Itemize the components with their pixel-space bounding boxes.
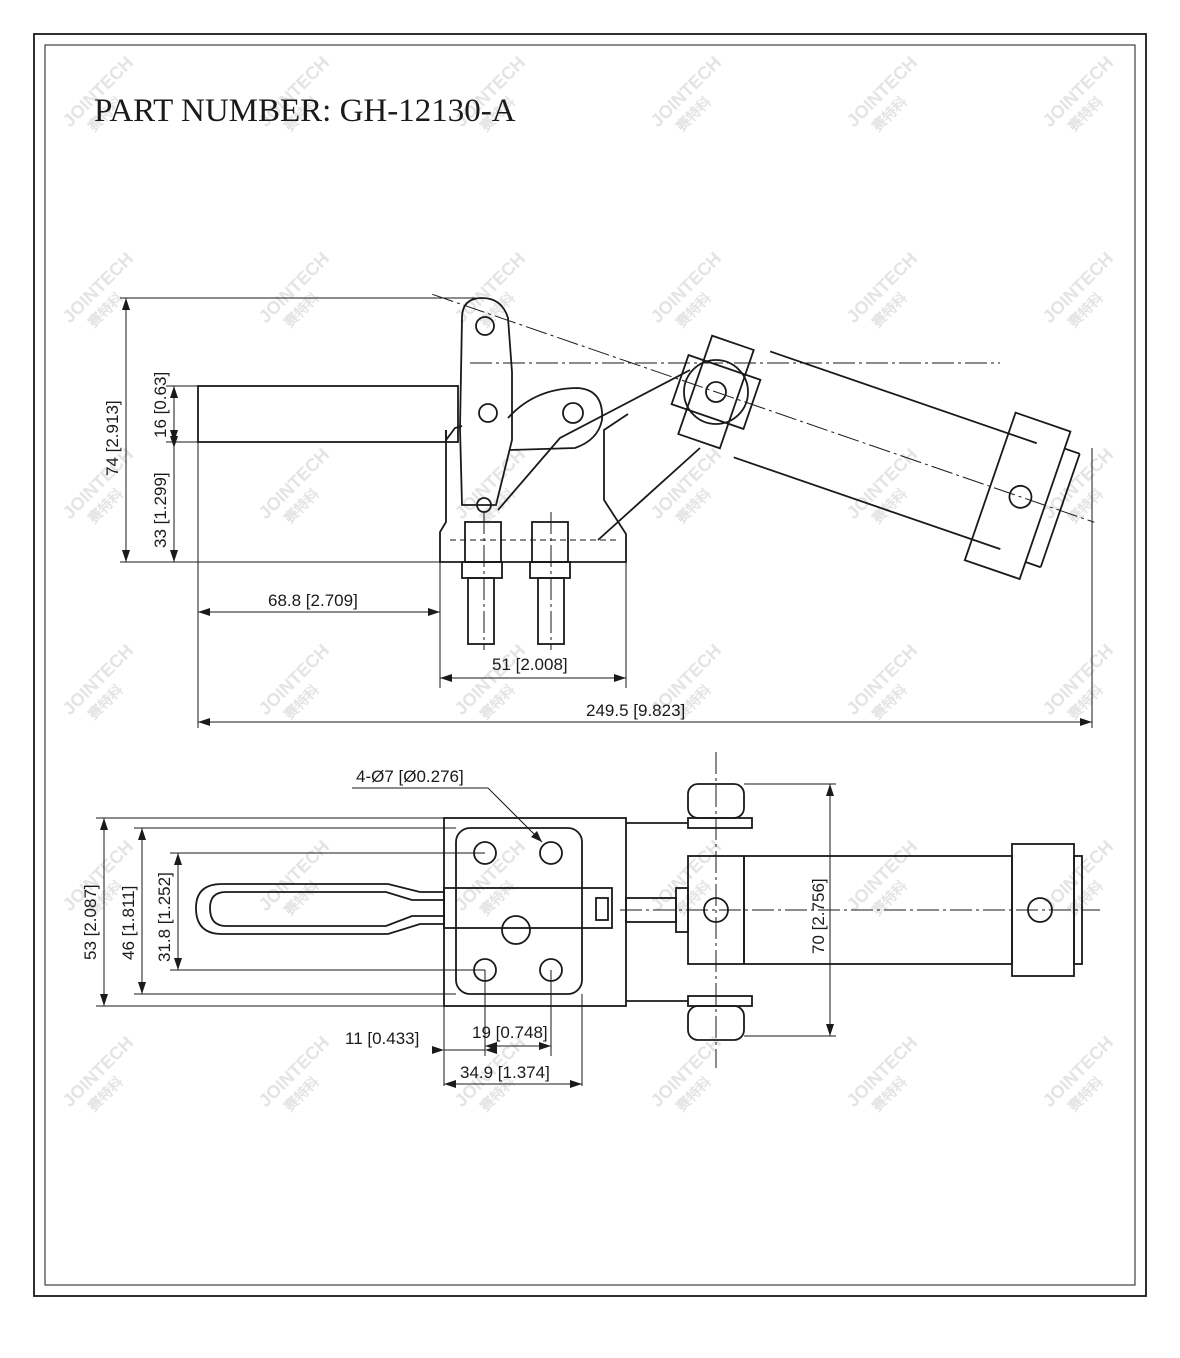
linkage-arm-upper (497, 369, 691, 511)
linkage-arm-lower (597, 447, 701, 541)
dim-offset-11: 11 [0.433] (345, 1029, 419, 1048)
outer-frame (33, 33, 1147, 1297)
dim-height-base: 33 [1.299] (151, 472, 170, 548)
dim-height-total: 74 [2.913] (103, 400, 122, 476)
dim-width-31: 31.8 [1.252] (155, 872, 174, 962)
pivot-round (683, 359, 749, 425)
cylinder-centerline (432, 293, 1095, 523)
part-number-title: PART NUMBER: GH-12130-A (94, 93, 516, 129)
inner-frame (44, 44, 1136, 1286)
dim-handle-offset: 68.8 [2.709] (268, 591, 358, 610)
bolt-left (467, 577, 495, 645)
top-plate (443, 817, 627, 1007)
lever-plate (507, 387, 603, 451)
pivot-round-hole (705, 381, 727, 403)
vertical-arm (459, 297, 513, 506)
cylinder-top-edge (769, 350, 1038, 445)
dim-base-length: 51 [2.008] (492, 655, 568, 674)
pivot-hole-mid (478, 403, 498, 423)
mount-hole-2 (539, 841, 563, 865)
handle-bar (197, 385, 459, 443)
handle-grip-outer (195, 883, 445, 935)
dim-width-46: 46 [1.811] (119, 886, 138, 960)
side-view: 74 [2.913] 16 [0.63] 33 [1.299] 68.8 [2.… (103, 293, 1095, 728)
handle-bar-top (443, 887, 613, 929)
dim-width-70: 70 [2.756] (809, 878, 828, 954)
dim-height-handle: 16 [0.63] (151, 372, 170, 438)
pivot-hole-top (475, 316, 495, 336)
handle-grip-inner (209, 891, 445, 927)
dim-overall-length: 249.5 [9.823] (586, 701, 685, 720)
cylinder-bottom-edge (733, 456, 1001, 550)
bolt-nut-right (531, 521, 569, 563)
top-view: 4-Ø7 [Ø0.276] 53 [2.087] 46 [1.811] 31.8… (81, 752, 1100, 1088)
dim-holes: 4-Ø7 [Ø0.276] (356, 767, 464, 786)
dim-spacing-34: 34.9 [1.374] (460, 1063, 550, 1082)
nut-right (529, 561, 571, 579)
cylinder-assembly (432, 293, 1095, 581)
dim-width-53: 53 [2.087] (81, 884, 100, 960)
nut-left (461, 561, 503, 579)
bolt-nut-left (464, 521, 502, 563)
dim-spacing-19: 19 [0.748] (472, 1023, 548, 1042)
lever-hole (562, 402, 584, 424)
base-plate (455, 827, 583, 995)
